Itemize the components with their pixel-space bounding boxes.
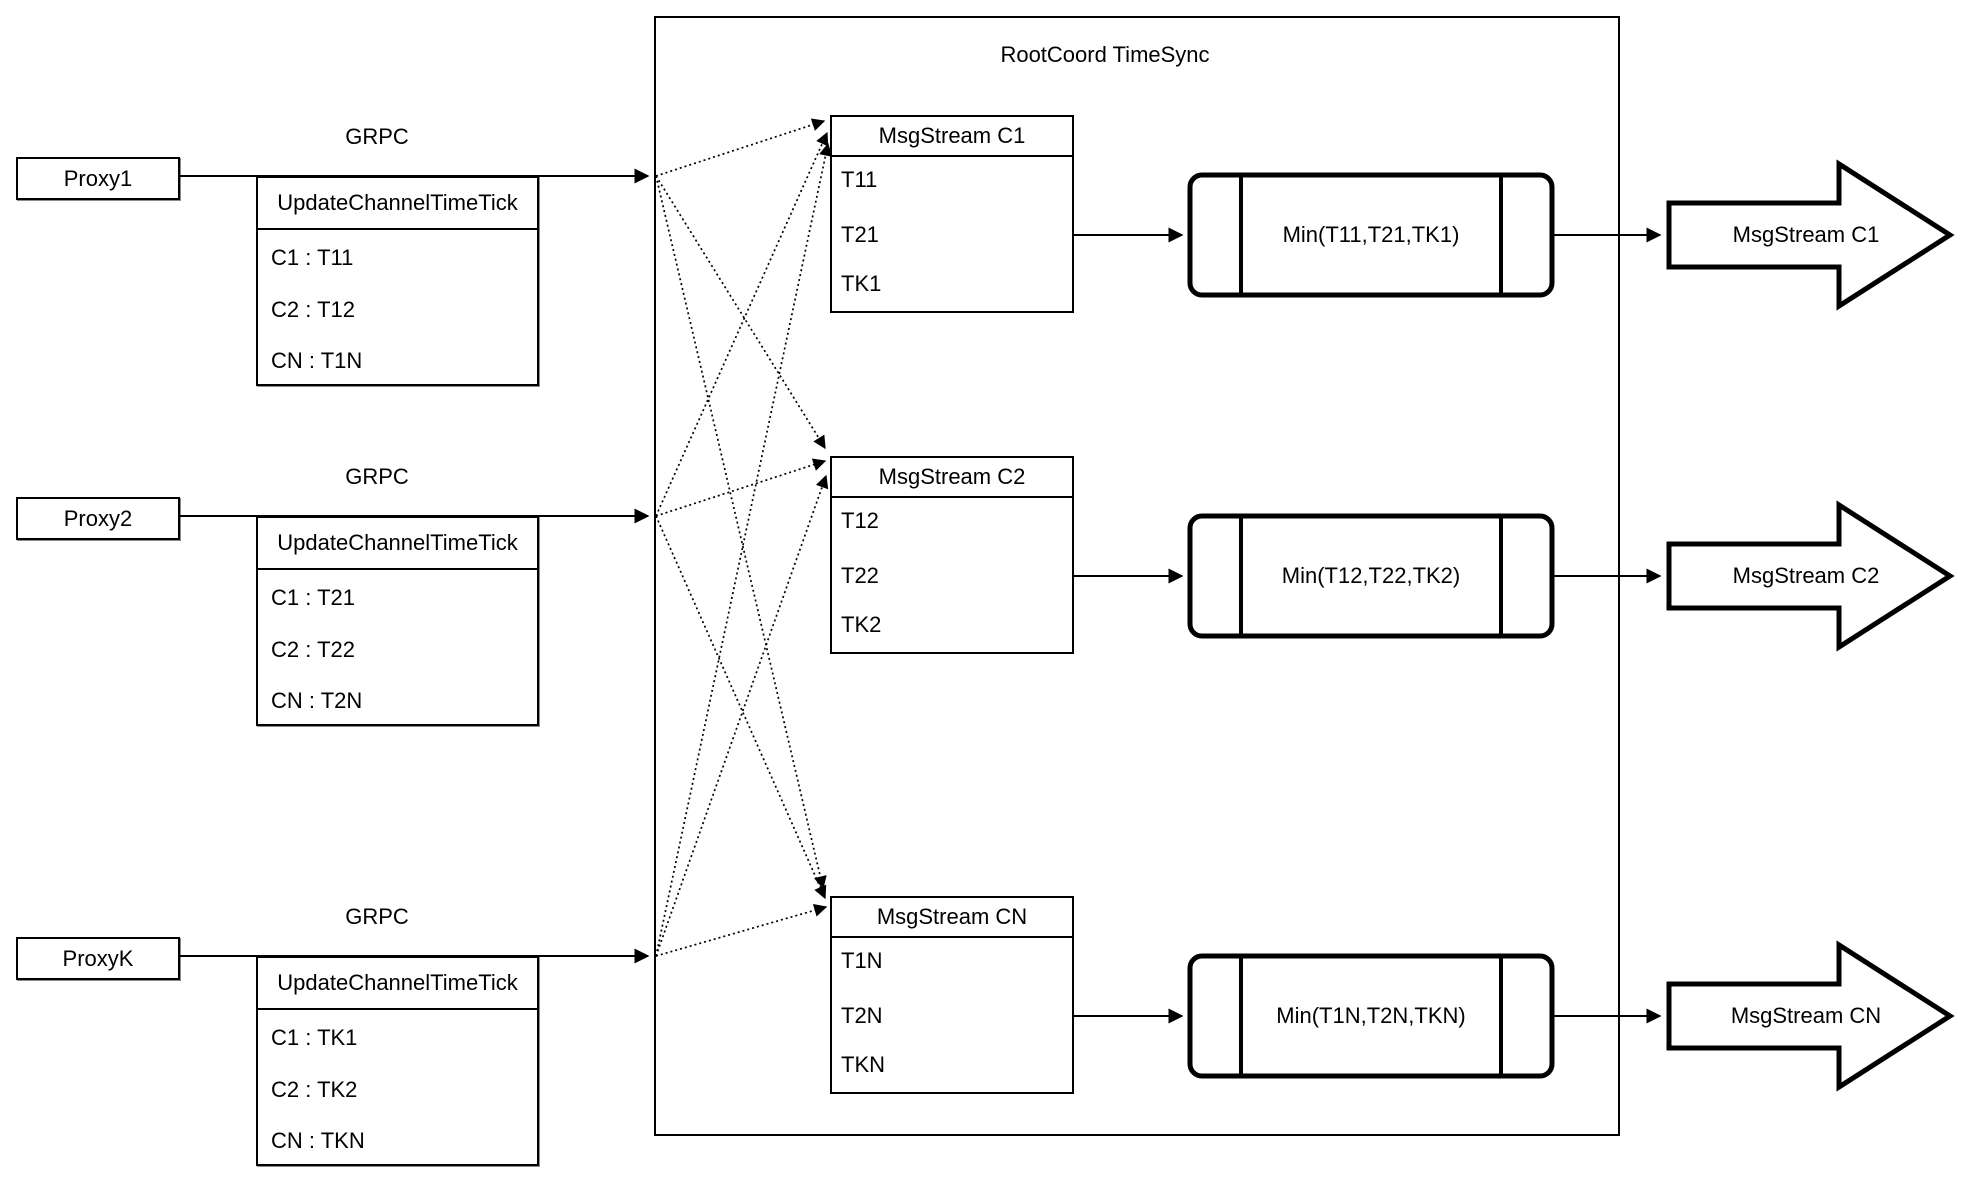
msgstream-c1-output-arrow [1666,159,1955,311]
fan-pk-c2 [655,474,829,957]
fan-p1-cn [655,175,827,890]
proxy1-box: Proxy1 [16,157,180,200]
proxy2-box: Proxy2 [16,497,180,540]
min3-box [1187,953,1555,1079]
table-header: MsgStream CN [832,898,1072,938]
table-header: MsgStream C2 [832,458,1072,498]
msgstream-c1-table: MsgStream C1 T11 T21 TK1 [830,115,1074,313]
grpc-label-1: GRPC [345,124,409,149]
fan-p1-c2 [655,175,826,450]
table-row: TK1 [841,271,882,296]
min1-label: Min(T11,T21,TK1) [1282,222,1460,247]
table-row: CN : T2N [271,688,363,713]
table-row: T11 [841,167,878,192]
table-header: MsgStream C1 [832,117,1072,157]
msgstream-c2-output-arrow [1666,500,1955,652]
table-row: T21 [841,222,879,247]
table-row: CN : T1N [271,348,363,373]
fan-p1-c1 [655,118,826,177]
grpc-label-3: GRPC [345,904,409,929]
table-row: C2 : T22 [271,637,355,662]
table-row: C1 : T11 [271,245,354,270]
proxy1-timetick-table: UpdateChannelTimeTick C1 : T11 C2 : T12 … [256,176,539,386]
table-row: CN : TKN [271,1128,365,1153]
table-row: T22 [841,563,879,588]
fan-pk-cn [655,903,828,957]
table-header: UpdateChannelTimeTick [258,178,537,230]
min1-box [1187,172,1555,298]
table-header: UpdateChannelTimeTick [258,958,537,1010]
fan-p2-cn [655,515,827,900]
grpc-label-2: GRPC [345,464,409,489]
table-row: C1 : TK1 [271,1025,358,1050]
fan-pk-c1 [655,142,832,957]
min3-label: Min(T1N,T2N,TKN) [1276,1003,1466,1028]
proxyk-box: ProxyK [16,937,180,980]
table-row: C1 : T21 [271,585,355,610]
table-row: T12 [841,508,879,533]
proxy2-timetick-table: UpdateChannelTimeTick C1 : T21 C2 : T22 … [256,516,539,726]
msgstream-c1-output-label: MsgStream C1 [1732,222,1880,247]
msgstream-cn-output-arrow [1666,940,1955,1092]
rootcoord-title: RootCoord TimeSync [1000,42,1210,67]
table-row: T2N [841,1003,883,1028]
table-row: TKN [841,1052,885,1077]
table-row: TK2 [841,612,882,637]
table-header: UpdateChannelTimeTick [258,518,537,570]
min2-box [1187,513,1555,639]
msgstream-cn-table: MsgStream CN T1N T2N TKN [830,896,1074,1094]
fan-p2-c1 [655,131,829,517]
table-row: C2 : TK2 [271,1077,358,1102]
proxy2-label: Proxy2 [63,505,133,531]
proxyk-label: ProxyK [62,945,134,971]
min2-label: Min(T12,T22,TK2) [1281,563,1461,588]
fan-p2-c2 [655,458,827,517]
table-row: T1N [841,948,883,973]
msgstream-cn-output-label: MsgStream CN [1730,1003,1882,1028]
proxyk-timetick-table: UpdateChannelTimeTick C1 : TK1 C2 : TK2 … [256,956,539,1166]
msgstream-c2-output-label: MsgStream C2 [1732,563,1880,588]
msgstream-c2-table: MsgStream C2 T12 T22 TK2 [830,456,1074,654]
table-row: C2 : T12 [271,297,355,322]
proxy1-label: Proxy1 [63,165,133,191]
